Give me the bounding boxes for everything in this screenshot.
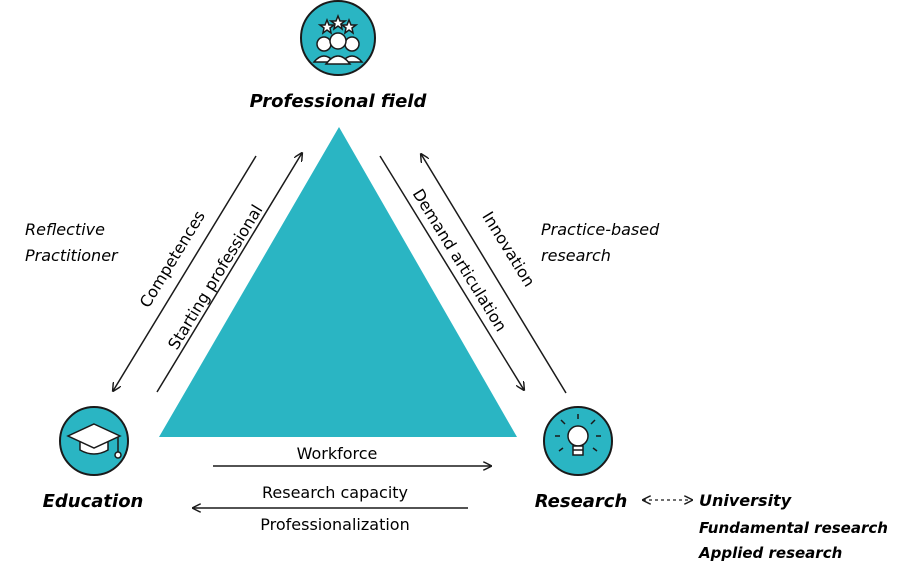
education-label: Education: [43, 491, 144, 512]
university-title: University: [699, 491, 792, 510]
innovation-arrow: [421, 154, 567, 394]
central-triangle: [159, 127, 517, 437]
graduation-cap-icon: [66, 423, 122, 459]
competences-arrow: [113, 155, 257, 391]
professionalization-label: Professionalization: [260, 515, 409, 534]
reflective-practitioner-line1: Reflective: [25, 220, 105, 239]
research-icon: [543, 406, 613, 476]
lightbulb-icon: [555, 414, 601, 456]
practice-based-research-line1: Practice-based: [541, 220, 660, 239]
innovation-label: Innovation: [478, 208, 539, 290]
education-icon: [59, 406, 129, 476]
university-item-fundamental: Fundamental research: [699, 519, 888, 537]
research-label: Research: [535, 491, 628, 512]
group-people-stars-icon: [312, 13, 364, 65]
professional-field-label: Professional field: [250, 91, 428, 112]
professional-field-icon: [300, 0, 376, 76]
demand-articulation-arrow: [379, 155, 524, 390]
workforce-label: Workforce: [297, 444, 378, 463]
university-item-applied: Applied research: [698, 544, 842, 562]
research-capacity-label: Research capacity: [262, 483, 408, 502]
practice-based-research-line2: research: [541, 246, 611, 265]
starting-professional-arrow: [156, 153, 302, 393]
reflective-practitioner-line2: Practitioner: [25, 246, 119, 265]
